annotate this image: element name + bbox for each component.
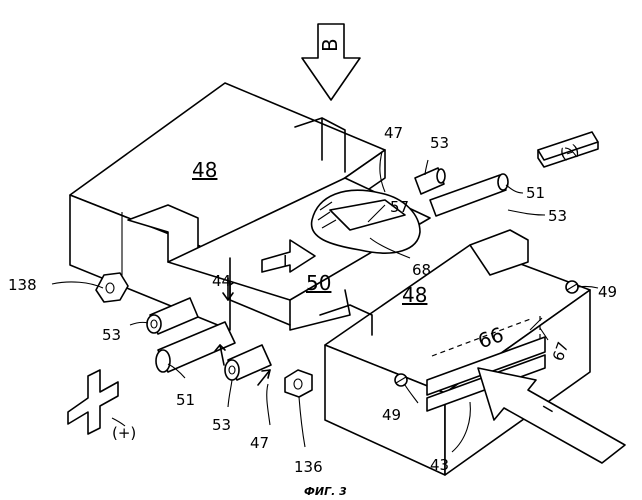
label-53-bottom: 53 — [212, 416, 231, 434]
label-136: 136 — [294, 458, 323, 476]
right-block — [320, 230, 590, 475]
label-48-left: 48 — [192, 158, 217, 182]
arrow-b-letter: B — [318, 38, 342, 52]
arrow-b — [302, 24, 360, 100]
label-44: 44 — [212, 272, 231, 290]
pin-53-bottom — [225, 345, 271, 380]
label-47-top: 47 — [384, 124, 403, 142]
figure-caption: ФИГ. 3 — [304, 485, 347, 498]
label-53-top: 53 — [430, 134, 449, 152]
label-49-right: 49 — [598, 283, 617, 301]
nut-136 — [285, 370, 312, 397]
plus-label: (+) — [112, 424, 136, 442]
label-51-right: 51 — [526, 184, 545, 202]
label-53-left: 53 — [102, 326, 121, 344]
label-51-left: 51 — [176, 391, 195, 409]
label-48-right: 48 — [402, 283, 427, 307]
label-49-left: 49 — [382, 406, 401, 424]
pin-53-top — [415, 168, 445, 194]
label-47-bottom: 47 — [250, 434, 269, 452]
label-68: 68 — [412, 261, 431, 279]
label-43: 43 — [430, 456, 449, 474]
plus-cross — [68, 370, 118, 434]
arrow-inner-letter: I — [283, 252, 287, 270]
label-138: 138 — [8, 276, 37, 294]
label-57: 57 — [390, 198, 409, 216]
label-50: 50 — [306, 271, 331, 295]
label-53-right: 53 — [548, 207, 567, 225]
